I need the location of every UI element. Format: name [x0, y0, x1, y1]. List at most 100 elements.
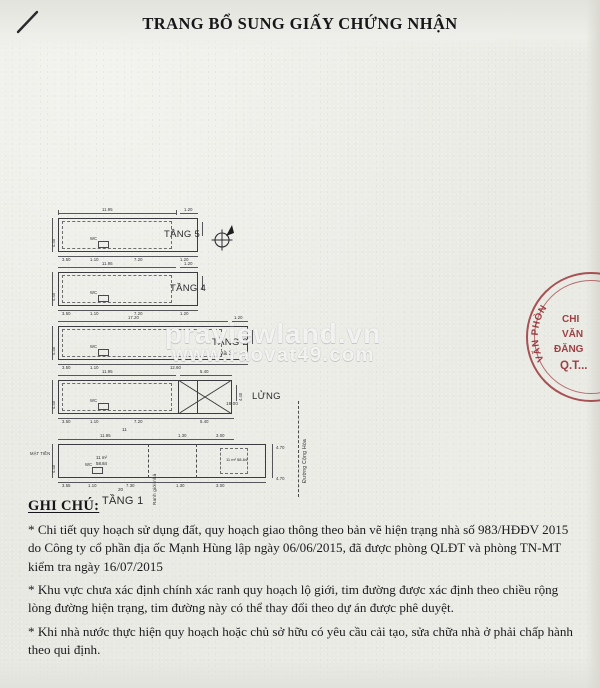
dim-right-f4: 1.20: [184, 261, 193, 266]
dim-b2-f1: 1.10: [88, 483, 97, 488]
note-item: * Khu vực chưa xác định chính xác ranh q…: [28, 581, 559, 616]
stair-cross-mark-icon: [178, 380, 232, 414]
dim-line-left-lung: [52, 380, 53, 414]
dim-right-lung: 5.40: [200, 369, 209, 374]
floor-label-lung: LỬNG: [252, 391, 281, 402]
dim-b2-f5: 1.10: [90, 257, 99, 262]
dim-b3-f4: 7.20: [134, 311, 143, 316]
plan-outline-lung: [58, 380, 198, 414]
dim-depth-f1: 4.40: [51, 464, 56, 473]
dim-line-bottom-f5: [58, 256, 198, 257]
dim-rv-lung: 4.40: [238, 392, 243, 401]
dim-line-bottom-f1: [58, 482, 266, 483]
wc-label-tang1: WC: [85, 462, 93, 467]
dim-line-top-f1: [58, 439, 234, 440]
dim-b3-lung: 7.20: [134, 419, 143, 424]
dim-b2-f23: 1.10: [90, 365, 99, 370]
dim-line-top-f23: [58, 321, 228, 322]
wc-label-tang5: WC: [90, 236, 98, 241]
dim-width-f1: 11.95: [100, 433, 111, 438]
notes-section: GHI CHÚ: * Chi tiết quy hoạch sử dụng đấ…: [28, 498, 576, 664]
page-title: TRANG BỔ SUNG GIẤY CHỨNG NHẬN: [142, 14, 458, 33]
dim-b3-f5: 7.20: [134, 257, 143, 262]
dim-b1-lung: 3.50: [62, 419, 71, 424]
dim-line-rv-lung: [236, 385, 237, 401]
dim-right-bot-f1: 4.70: [276, 476, 285, 481]
dim-line-top-f5: [58, 213, 176, 214]
plan-outline-tang23: [58, 326, 248, 360]
page-right-edge-shading: [586, 0, 600, 688]
dim-b2-lung: 1.10: [90, 419, 99, 424]
dim-b1-f23: 3.50: [62, 365, 71, 370]
wc-box-tang23: [98, 349, 109, 356]
dim-line-left-f1: [52, 444, 53, 478]
dim-depth-f4: 4.40: [51, 292, 56, 301]
wc-box-lung: [98, 403, 109, 410]
scan-top-band: [0, 0, 600, 52]
dim-line-left-f23: [52, 326, 53, 360]
dim-b4-f5: 1.20: [180, 257, 189, 262]
dim-line-bottom-lung: [58, 418, 234, 419]
dim-b5-f1: 3.00: [216, 483, 225, 488]
dim-width-f5: 11.95: [102, 207, 113, 212]
dim-line-right-f1: [272, 444, 273, 478]
diagonal-slash-mark-icon: [16, 10, 39, 34]
floor-label-tang1: TẦNG 1: [102, 495, 144, 507]
dim-line-right-f5: [180, 213, 198, 214]
front-label: MẶT TIỀN: [30, 451, 51, 456]
dim-b3-f1: 7.30: [126, 483, 135, 488]
wc-label-tang4: WC: [90, 290, 98, 295]
dim-line-top-f4: [58, 267, 176, 268]
dim-line-top-lung: [58, 375, 176, 376]
wc-label-tang23: WC: [90, 344, 98, 349]
dim-line-right-f4: [180, 267, 198, 268]
dim-b1-f5: 3.50: [62, 257, 71, 262]
dim-line-rv-f5: [202, 222, 203, 236]
plan-inner-dashed-tang4: [62, 275, 172, 303]
plan-outline-tang4: [58, 272, 198, 306]
room-dashed-f1: [220, 448, 248, 474]
dim-line-left-f4: [52, 272, 53, 306]
notes-heading: GHI CHÚ:: [28, 498, 100, 514]
dim-tick: [58, 210, 59, 215]
wc-box-tang1: [92, 467, 103, 474]
dim-b1-f1: 3.55: [62, 483, 71, 488]
note-item: * Chi tiết quy hoạch sử dụng đất, quy ho…: [28, 522, 569, 574]
dim-width-f4: 11.95: [102, 261, 113, 266]
floor-plan-drawing: 11.95 1.20 4.40 WC 3.50 1.10 7.20 1.20 T…: [30, 205, 540, 507]
dim-line-right-f23: [232, 321, 248, 322]
floor-sublabel-tang23: và 3: [220, 350, 233, 357]
dim-line-bottom-f4: [58, 310, 198, 311]
room-area-label-f1: 11 m² 58.84: [226, 457, 248, 462]
street-label-vertical: Đường Cộng Hòa: [302, 439, 308, 483]
dim-line-bottom-f23: [58, 364, 248, 365]
dim-width-f23: 17.20: [128, 315, 139, 320]
wc-box-tang4: [98, 295, 109, 302]
partition-line-f1-b: [196, 444, 197, 478]
plan-inner-dashed-lung: [62, 383, 172, 411]
wc-box-tang5: [98, 241, 109, 248]
dim-b4-lung: 5.40: [200, 419, 209, 424]
dim-width-lung: 11.95: [102, 369, 113, 374]
partition-line-f1-a: [148, 444, 149, 478]
dim-b1-f4: 3.50: [62, 311, 71, 316]
dim-line-left-f5: [52, 218, 53, 252]
floor-label-tang23: TẦNG 2: [212, 337, 249, 348]
tag-number-top: 11: [122, 427, 127, 432]
dim-right-top-f1: 4.70: [276, 445, 285, 450]
note-item: * Khi nhà nước thực hiện quy hoạch hoặc …: [28, 623, 573, 657]
dim-b4-f4: 1.20: [180, 311, 189, 316]
plan-outline-tang5: [58, 218, 198, 252]
wc-label-lung: WC: [90, 398, 98, 403]
dim-line-rv-f4: [202, 276, 203, 290]
tag-number-bottom: 20: [118, 487, 124, 492]
dim-tick: [176, 210, 177, 215]
dim-right-f5: 1.20: [184, 207, 193, 212]
street-center-dash-line: [298, 401, 299, 497]
dim-b4-f1: 1.30: [176, 483, 185, 488]
dim-depth-lung: 4.40: [51, 400, 56, 409]
dim-right-f23: 1.20: [234, 315, 243, 320]
dim-line-right-lung: [180, 375, 232, 376]
north-arrow-compass-icon: [211, 225, 234, 251]
